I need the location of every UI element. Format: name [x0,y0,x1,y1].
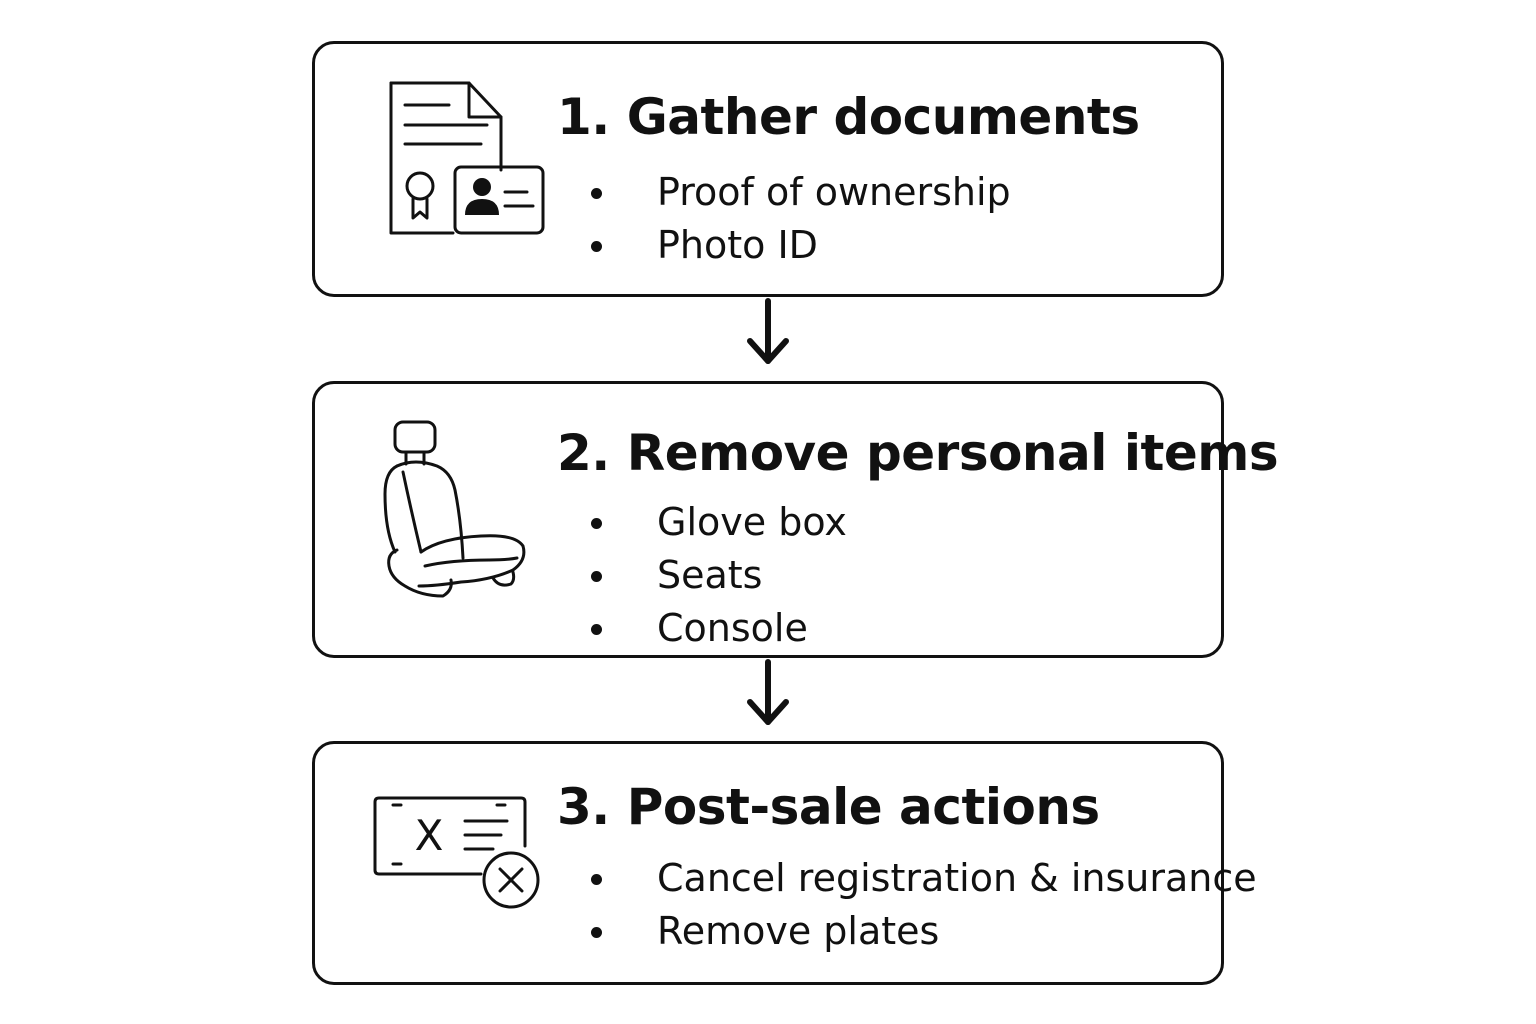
step-3-box: X 3. Post-sale actions Cancel registrati… [312,741,1257,985]
cancel-plate-icon: X [373,796,540,909]
bullet-icon [591,874,602,885]
list-item: Photo ID [591,219,1011,272]
list-item: Proof of ownership [591,166,1011,219]
down-arrow-icon [747,298,789,364]
step-1-items: Proof of ownership Photo ID [591,166,1011,272]
down-arrow-icon [747,659,789,725]
document-and-id-card-icon [389,81,545,235]
step-1-title: 1. Gather documents [557,88,1140,146]
plate-letter: X [415,811,444,860]
list-item: Remove plates [591,905,1257,958]
bullet-icon [591,518,602,529]
bullet-icon [591,241,602,252]
list-item: Console [591,602,847,655]
list-item: Glove box [591,496,847,549]
step-3-title: 3. Post-sale actions [557,778,1100,836]
bullet-icon [591,571,602,582]
step-2-items: Glove box Seats Console [591,496,847,655]
step-2-title: 2. Remove personal items [557,424,1279,482]
step-3-item-text: Remove plates [657,909,940,953]
list-item: Cancel registration & insurance [591,852,1257,905]
step-2-item-text: Glove box [657,500,847,544]
step-1-item-text: Photo ID [657,223,818,267]
bullet-icon [591,927,602,938]
bullet-icon [591,188,602,199]
step-3-item-text: Cancel registration & insurance [657,856,1257,900]
step-2-item-text: Console [657,606,808,650]
car-seat-icon [383,420,526,598]
step-1-box: 1. Gather documents Proof of ownership P… [312,41,1224,297]
list-item: Seats [591,549,847,602]
step-3-items: Cancel registration & insurance Remove p… [591,852,1257,958]
step-2-box: 2. Remove personal items Glove box Seats… [312,381,1279,658]
step-1-item-text: Proof of ownership [657,170,1011,214]
bullet-icon [591,624,602,635]
step-2-item-text: Seats [657,553,763,597]
